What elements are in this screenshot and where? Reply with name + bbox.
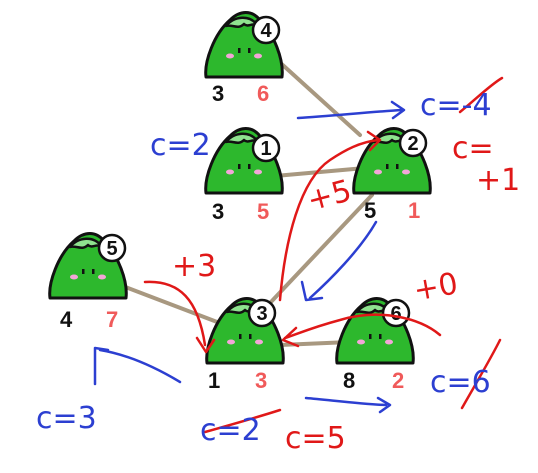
red-arrow-5-to-3 xyxy=(143,280,216,354)
note-c-right-of-6: c=6 xyxy=(430,365,491,400)
note-c-bottom-left: c=3 xyxy=(36,401,97,436)
node-id-badge xyxy=(398,128,428,158)
node-5: 5 4 7 xyxy=(48,232,128,332)
blue-arrow-2-to-3 xyxy=(300,220,378,302)
edge-1-2 xyxy=(273,166,367,178)
edge-4-2 xyxy=(273,56,362,137)
note-plus-three: +3 xyxy=(172,249,216,284)
node-left-value: 8 xyxy=(343,368,355,393)
note-plus-zero: +0 xyxy=(411,266,461,308)
node-2: 2 5 1 xyxy=(352,127,432,223)
note-c-right-of-2: c= xyxy=(452,131,494,166)
node-right-value: 7 xyxy=(106,307,118,332)
red-arrow-3-to-2 xyxy=(278,130,382,302)
node-left-value: 1 xyxy=(208,368,220,393)
node-1: 1 3 5 xyxy=(204,127,284,224)
node-id: 6 xyxy=(390,303,401,325)
note-c-bottom-new: c=5 xyxy=(285,421,346,456)
note-c-top-old: c=-4 xyxy=(420,88,492,123)
blue-arrow-top xyxy=(296,100,406,120)
node-left-value: 3 xyxy=(212,199,224,224)
node-right-value: 1 xyxy=(408,198,420,223)
node-right-value: 6 xyxy=(257,81,269,106)
node-id-badge xyxy=(247,298,277,328)
blue-ink-marks xyxy=(93,100,406,414)
node-right-value: 5 xyxy=(257,199,269,224)
node-id: 4 xyxy=(260,20,272,42)
note-c-left-of-1: c=2 xyxy=(150,128,211,163)
note-plus-one: +1 xyxy=(476,163,520,198)
node-right-value: 2 xyxy=(392,368,404,393)
red-strike-c2 xyxy=(203,408,282,434)
node-3: 3 1 3 xyxy=(205,297,285,393)
node-id: 1 xyxy=(260,138,271,160)
node-id-badge xyxy=(251,133,281,163)
node-6: 6 8 2 xyxy=(335,297,415,393)
note-c-bottom-old: c=2 xyxy=(200,413,261,448)
node-id: 2 xyxy=(407,133,418,155)
node-4: 4 3 6 xyxy=(204,11,284,106)
node-id-badge xyxy=(381,298,411,328)
red-ink-marks xyxy=(143,76,504,434)
red-strike-c6 xyxy=(460,338,502,410)
node-id: 3 xyxy=(256,303,267,325)
edge-5-3 xyxy=(118,283,227,327)
node-id-badge xyxy=(97,233,127,263)
node-left-value: 5 xyxy=(364,198,376,223)
node-id-badge xyxy=(251,15,281,45)
node-left-value: 4 xyxy=(60,307,73,332)
blue-arrow-3-to-6 xyxy=(304,396,392,414)
edge-2-3 xyxy=(268,193,374,305)
node-id: 5 xyxy=(106,238,117,260)
blue-arrow-3-to-left xyxy=(93,346,182,386)
node-left-value: 3 xyxy=(212,81,224,106)
node-right-value: 3 xyxy=(255,368,267,393)
red-strike-c4 xyxy=(458,76,504,114)
red-arrow-6-to-3 xyxy=(281,313,442,348)
